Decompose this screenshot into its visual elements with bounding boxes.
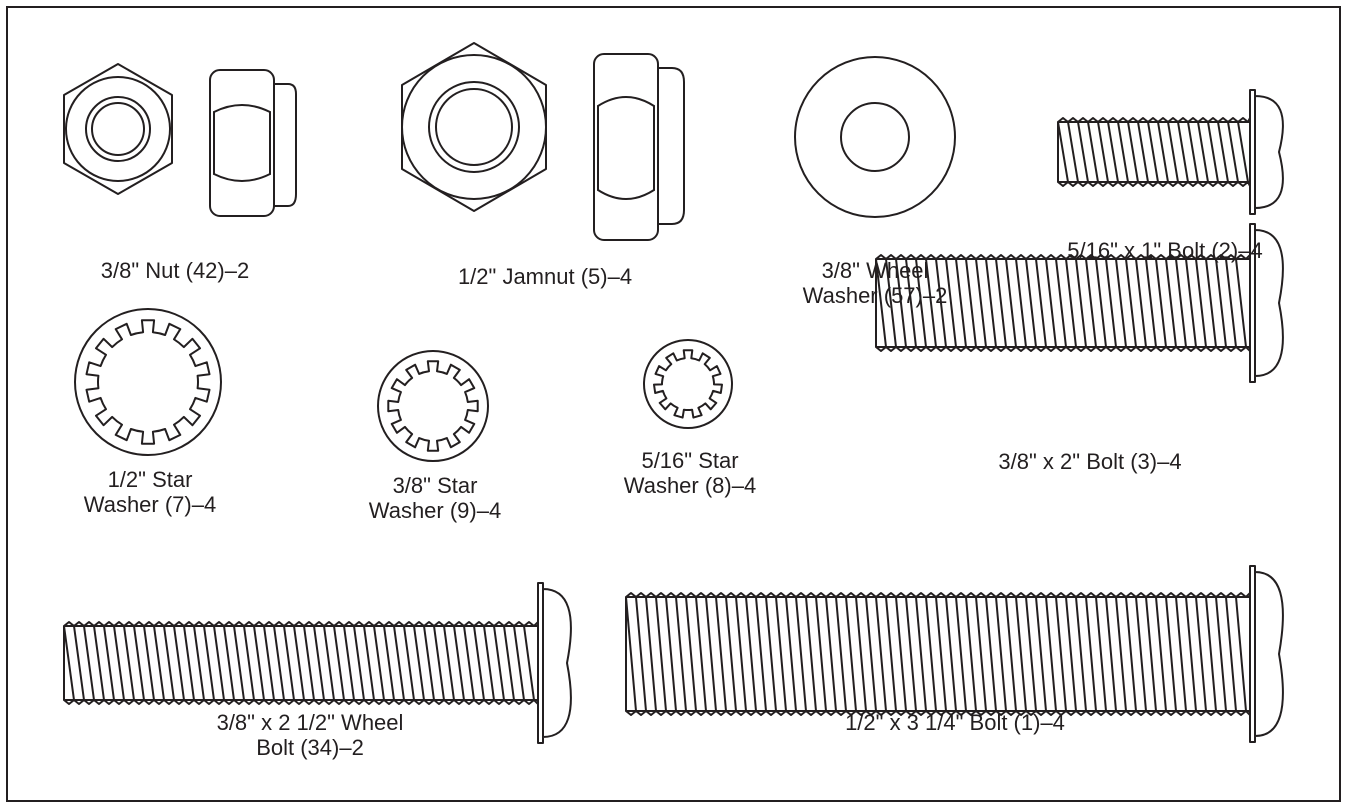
diagram-frame [6, 6, 1341, 802]
label-wheel-washer: 3/8" Wheel Washer (57)–2 [802, 258, 948, 308]
bolt-5-16x1-view [1057, 89, 1284, 215]
nut-side-view [209, 69, 297, 217]
jamnut-side-view [593, 53, 685, 241]
wheel-washer-view [794, 56, 956, 218]
label-bolt-3-8x2: 3/8" x 2" Bolt (3)–4 [998, 449, 1182, 474]
nut-front-view [63, 63, 173, 195]
star-washer-large-view [74, 308, 222, 456]
bolt-3-8x2-view [875, 223, 1284, 383]
label-star-washer-large: 1/2" Star Washer (7)–4 [83, 467, 217, 517]
bolt-1-2x3-1-4-view [625, 565, 1284, 743]
star-washer-small-view [643, 339, 733, 429]
label-bolt-1-2x3-1-4: 1/2" x 3 1/4" Bolt (1)–4 [845, 710, 1065, 735]
label-bolt-5-16x1: 5/16" x 1" Bolt (2)–4 [1067, 238, 1263, 263]
label-jamnut: 1/2" Jamnut (5)–4 [457, 264, 633, 289]
wheel-bolt-3-8x2-1-2-view [63, 582, 572, 744]
label-nut: 3/8" Nut (42)–2 [100, 258, 250, 283]
label-wheel-bolt: 3/8" x 2 1/2" Wheel Bolt (34)–2 [216, 710, 404, 760]
label-star-washer-medium: 3/8" Star Washer (9)–4 [368, 473, 502, 523]
jamnut-front-view [401, 42, 547, 212]
star-washer-medium-view [377, 350, 489, 462]
label-star-washer-small: 5/16" Star Washer (8)–4 [623, 448, 757, 498]
